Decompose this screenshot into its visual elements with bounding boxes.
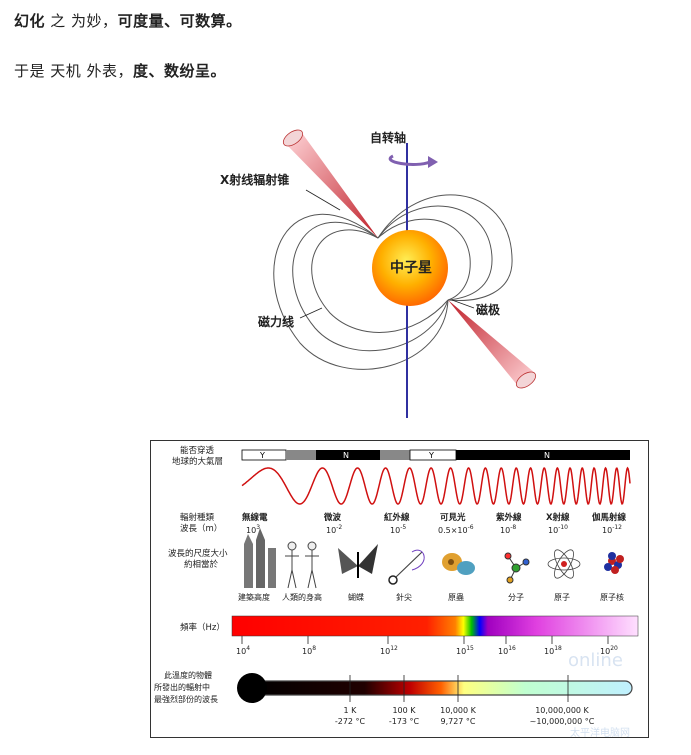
building-icon: [244, 528, 276, 588]
scale-label-2: 約相當於: [184, 559, 219, 570]
label-xray-cone: X射线辐射锥: [220, 172, 289, 187]
label-spin-axis: 自转轴: [370, 130, 406, 145]
xray-cone-upper: [285, 133, 378, 238]
bar-segment-gray1: [286, 450, 316, 460]
scale-items: 建築高度 人類的身高 蝴蝶 針尖 原蟲 分子 原子 原子核: [238, 592, 624, 602]
atom-icon: [547, 549, 581, 579]
em-spectrum-diagram: 能否穿透 地球的大氣層 Y N Y N 輻射種類 波長（m） 無線電 微波 紅外…: [150, 440, 649, 738]
magnetic-field-lines: [273, 194, 513, 370]
temp-label-1: 此溫度的物體: [164, 670, 212, 680]
wl-gamma: 10-12: [602, 524, 622, 535]
pin-icon: [388, 549, 425, 585]
temp-k-2: 10,000 K: [440, 706, 477, 715]
type-label-1: 輻射種類: [180, 512, 215, 523]
type-radio: 無線電: [242, 512, 268, 523]
xray-cone-lower: [448, 300, 535, 386]
human-icon: [285, 541, 319, 589]
radiation-types: 無線電 微波 紅外線 可見光 紫外線 X射線 伽馬射線: [242, 512, 627, 523]
temp-k-1: 100 K: [392, 706, 416, 715]
penetrate-label-2: 地球的大氣層: [172, 456, 223, 467]
frequency-bar: [231, 615, 639, 637]
temp-ticks: [349, 675, 569, 702]
protozoa-icon: [442, 553, 475, 575]
freq-tick-4: 1016: [498, 645, 516, 656]
wavelength-values: 103 10-2 10-5 0.5×10-6 10-8 10-10 10-12: [246, 524, 622, 535]
freq-tick-0: 104: [236, 645, 250, 656]
text-span-2: 于是 天机 外表，: [14, 62, 134, 80]
wl-xray: 10-10: [548, 524, 568, 535]
scale-item-building: 建築高度: [238, 592, 270, 602]
scale-item-nucleus: 原子核: [600, 592, 624, 602]
emphasis-3: 度、数纷呈。: [133, 62, 227, 80]
nucleus-icon: [604, 552, 624, 574]
bar-segment-n2: [456, 450, 630, 460]
rotation-arrowhead-icon: [428, 156, 438, 168]
type-gamma: 伽馬射線: [592, 512, 627, 523]
freq-label: 頻率（Hz）: [180, 622, 225, 633]
wave-curve: [241, 466, 631, 506]
temp-values: 1 K -272 °C 100 K -173 °C 10,000 K 9,727…: [335, 706, 595, 726]
bar-label-n2: N: [544, 451, 550, 460]
watermark-online: online: [568, 650, 623, 671]
wl-microwave: 10-2: [326, 524, 342, 535]
wl-visible: 0.5×10-6: [438, 524, 474, 535]
rotation-arrow-icon: [388, 154, 431, 166]
temp-c-2: 9,727 °C: [440, 717, 475, 726]
freq-tick-labels: 104 108 1012 1015 1016 1018 1020: [236, 645, 618, 656]
label-pole: 磁极: [475, 302, 501, 317]
emphasis-1: 幻化: [14, 12, 46, 30]
type-label-2: 波長（m）: [180, 523, 222, 534]
wl-uv: 10-8: [500, 524, 516, 535]
wl-infrared: 10-5: [390, 524, 406, 535]
bar-segment-gray2: [380, 450, 410, 460]
freq-tick-1: 108: [302, 645, 316, 656]
butterfly-icon: [338, 544, 378, 578]
label-star: 中子星: [390, 259, 432, 276]
text-line-1: 幻化 之 为妙，可度量、可数算。: [14, 10, 242, 31]
bar-label-y2: Y: [428, 451, 434, 460]
label-field-lines: 磁力线: [257, 314, 294, 329]
text-span-1: 之 为妙，: [45, 12, 118, 30]
type-uv: 紫外線: [496, 512, 522, 523]
temp-c-3: ~10,000,000 °C: [530, 717, 595, 726]
type-visible: 可見光: [440, 512, 466, 523]
scale-label-1: 波長的尺度大小: [168, 548, 228, 559]
temp-c-0: -272 °C: [335, 717, 366, 726]
scale-item-pin: 針尖: [396, 592, 412, 602]
scale-item-protozoa: 原蟲: [448, 592, 464, 602]
bar-label-y1: Y: [259, 451, 265, 460]
freq-tick-6: 1020: [600, 645, 618, 656]
emphasis-2: 可度量、可数算。: [117, 12, 242, 30]
watermark-site: 太平洋电脑网: [570, 726, 630, 738]
scale-item-butterfly: 蝴蝶: [348, 592, 364, 602]
scale-item-molecule: 分子: [508, 593, 524, 602]
temp-label-2: 所發出的輻射中: [154, 682, 210, 692]
bar-segment-n1: [316, 450, 380, 460]
temp-k-0: 1 K: [344, 706, 358, 715]
scale-item-human: 人類的身高: [282, 592, 322, 602]
temp-c-1: -173 °C: [389, 717, 420, 726]
freq-ticks: [241, 636, 609, 644]
penetrate-label-1: 能否穿透: [180, 445, 215, 456]
scale-item-atom: 原子: [554, 593, 570, 602]
wl-radio: 103: [246, 524, 260, 535]
freq-tick-3: 1015: [456, 645, 474, 656]
freq-tick-5: 1018: [544, 645, 562, 656]
neutron-star-sphere: [372, 230, 448, 306]
temperature-bar: [249, 680, 633, 696]
type-xray: X射線: [546, 512, 570, 523]
neutron-star-diagram: 自转轴 X射线辐射锥 中子星 磁力线 磁极: [220, 129, 537, 418]
freq-tick-2: 1012: [380, 645, 398, 656]
type-infrared: 紅外線: [384, 512, 410, 523]
temp-k-3: 10,000,000 K: [535, 706, 589, 715]
bar-label-n1: N: [343, 451, 349, 460]
molecule-icon: [504, 552, 530, 584]
thermometer-bulb: [237, 673, 267, 703]
text-line-2: 于是 天机 外表，度、数纷呈。: [14, 60, 226, 81]
type-microwave: 微波: [323, 512, 342, 523]
temp-label-3: 最強烈部份的波長: [154, 694, 218, 704]
